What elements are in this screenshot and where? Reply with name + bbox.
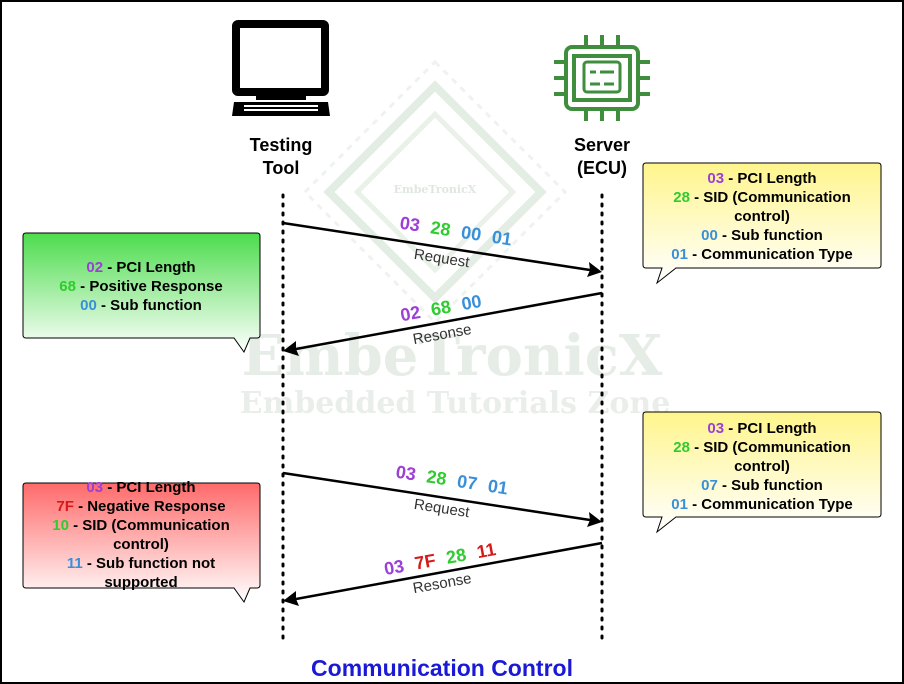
note-request-2-line-3: 07 - Sub function bbox=[701, 477, 823, 494]
message-arrow-1 bbox=[282, 221, 602, 277]
note-request-1-line-0: 03 - PCI Length bbox=[707, 170, 816, 187]
msg4-byte-2: 28 bbox=[445, 545, 468, 568]
note-response-1-line-2: 00 - Sub function bbox=[80, 297, 202, 314]
msg3-byte-3: 01 bbox=[487, 476, 510, 499]
client-label-line1: Testing bbox=[250, 135, 313, 155]
msg1-byte-1: 28 bbox=[429, 217, 452, 240]
message-3-bytes: 03 28 07 01 bbox=[394, 462, 509, 499]
note-request-2-line-0: 03 - PCI Length bbox=[707, 420, 816, 437]
note-request-1-line-3: 00 - Sub function bbox=[701, 227, 823, 244]
message-4-bytes: 03 7F 28 11 bbox=[382, 539, 497, 579]
msg2-byte-2: 00 bbox=[460, 291, 483, 314]
note-request-2: 03 - PCI Length 28 - SID (Communication … bbox=[642, 411, 882, 534]
svg-text:03 28 00 01: 03 28 00 01 bbox=[398, 213, 513, 250]
watermark-logo-text: EmbeTronicX bbox=[394, 183, 477, 196]
note-request-1-line-4: 01 - Communication Type bbox=[671, 246, 852, 263]
note-response-2-line-3: control) bbox=[113, 536, 169, 553]
chip-icon bbox=[554, 35, 650, 121]
note-response-2-line-0: 03 - PCI Length bbox=[86, 479, 195, 496]
message-arrow-4 bbox=[283, 541, 603, 606]
msg4-byte-0: 03 bbox=[382, 556, 405, 579]
note-request-2-line-4: 01 - Communication Type bbox=[671, 496, 852, 513]
message-4-label: Resonse bbox=[412, 570, 473, 597]
note-response-1: 02 - PCI Length 68 - Positive Response 0… bbox=[22, 232, 261, 354]
client-label-line2: Tool bbox=[263, 158, 300, 178]
note-response-2-line-5: supported bbox=[104, 574, 177, 591]
message-arrow-3 bbox=[282, 471, 602, 527]
note-response-2: 03 - PCI Length 7F - Negative Response 1… bbox=[22, 479, 261, 604]
monitor-icon bbox=[232, 20, 330, 116]
msg1-byte-0: 03 bbox=[398, 213, 421, 236]
note-request-1-line-2: control) bbox=[734, 208, 790, 225]
message-1-bytes: 03 28 00 01 bbox=[398, 213, 513, 250]
note-response-2-line-1: 7F - Negative Response bbox=[56, 498, 225, 515]
diagram-title: Communication Control bbox=[311, 655, 573, 681]
svg-text:03 28 07 01: 03 28 07 01 bbox=[394, 462, 509, 499]
msg3-byte-1: 28 bbox=[425, 466, 448, 489]
note-request-1: 03 - PCI Length 28 - SID (Communication … bbox=[642, 162, 882, 285]
msg4-byte-1: 7F bbox=[413, 550, 437, 573]
msg1-byte-3: 01 bbox=[491, 227, 514, 250]
msg2-byte-0: 02 bbox=[399, 302, 422, 325]
svg-text:02 68 00: 02 68 00 bbox=[399, 291, 483, 325]
note-response-2-line-4: 11 - Sub function not bbox=[67, 555, 215, 572]
server-label-line2: (ECU) bbox=[577, 158, 627, 178]
svg-text:Resonse: Resonse bbox=[412, 570, 473, 597]
note-response-1-line-0: 02 - PCI Length bbox=[86, 259, 195, 276]
msg3-byte-2: 07 bbox=[456, 471, 479, 494]
msg4-byte-3: 11 bbox=[475, 539, 497, 562]
note-response-2-line-2: 10 - SID (Communication bbox=[52, 517, 230, 534]
note-request-2-line-2: control) bbox=[734, 458, 790, 475]
note-response-1-line-1: 68 - Positive Response bbox=[59, 278, 222, 295]
server-label-line1: Server bbox=[574, 135, 630, 155]
msg3-byte-0: 03 bbox=[394, 462, 417, 485]
msg2-byte-1: 68 bbox=[429, 296, 452, 319]
note-request-2-line-1: 28 - SID (Communication bbox=[673, 439, 851, 456]
svg-text:03 7F 28 11: 03 7F 28 11 bbox=[382, 539, 497, 579]
note-request-1-line-1: 28 - SID (Communication bbox=[673, 189, 851, 206]
message-2-bytes: 02 68 00 bbox=[399, 291, 483, 325]
watermark-brand: EmbeTronicX bbox=[242, 323, 663, 389]
watermark: EmbeTronicX EmbeTronicX Embedded Tutoria… bbox=[240, 59, 671, 421]
watermark-tagline: Embedded Tutorials Zone bbox=[240, 386, 671, 421]
message-arrow-2 bbox=[283, 291, 603, 356]
msg1-byte-2: 00 bbox=[460, 222, 483, 245]
